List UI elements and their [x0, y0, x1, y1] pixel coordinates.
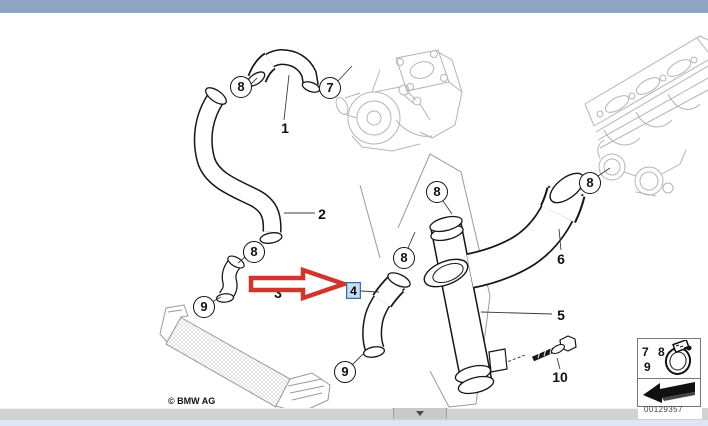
- callout-bubble-8[interactable]: 8: [230, 76, 252, 98]
- callout-bubble-8[interactable]: 8: [579, 172, 601, 194]
- legend-box: 7 8 9: [637, 338, 701, 407]
- intercooler-drawing: [159, 304, 331, 418]
- horizontal-scrollbar-track-right[interactable]: [702, 408, 708, 419]
- callout-bubble-9[interactable]: 9: [334, 361, 356, 383]
- hose-1-drawing: [246, 48, 321, 93]
- callout-bubble-8[interactable]: 8: [426, 181, 448, 203]
- charge-pipe-5-drawing: [429, 215, 508, 395]
- part-label-1[interactable]: 1: [281, 120, 289, 136]
- part-label-10[interactable]: 10: [552, 369, 568, 385]
- legend-number-9: 9: [644, 360, 651, 374]
- hose-6-drawing: [423, 172, 586, 289]
- callout-bubble-9[interactable]: 9: [193, 296, 215, 318]
- copyright-label: © BMW AG: [168, 396, 216, 406]
- legend-back-cell[interactable]: [638, 378, 700, 406]
- legend-clamp-cell[interactable]: 7 8 9: [638, 339, 700, 378]
- intake-manifold-drawing: [584, 35, 708, 197]
- hose-3-drawing: [215, 255, 245, 303]
- callout-bubble-7[interactable]: 7: [319, 77, 341, 99]
- callout-bubble-8[interactable]: 8: [393, 247, 415, 269]
- hose-clamp-icon: [664, 340, 692, 375]
- scroll-down-button[interactable]: [393, 408, 447, 419]
- scroll-down-icon: [416, 411, 424, 416]
- hose-2-drawing: [193, 87, 283, 244]
- leader-lines: [211, 65, 611, 370]
- horizontal-scrollbar-track[interactable]: [0, 408, 638, 419]
- window-title-bar: [0, 0, 708, 13]
- part-label-6[interactable]: 6: [557, 251, 565, 267]
- back-arrow-icon: [643, 382, 695, 403]
- part-label-2[interactable]: 2: [318, 206, 326, 222]
- callout-bubble-8[interactable]: 8: [243, 241, 265, 263]
- hose-4-drawing: [362, 272, 411, 358]
- part-label-4-selected[interactable]: 4: [346, 282, 361, 299]
- drawing-number: 00129357: [644, 405, 683, 414]
- bottom-strip: [0, 419, 708, 426]
- part-label-3[interactable]: 3: [274, 285, 282, 301]
- sensor-screw-10-drawing: [506, 335, 577, 363]
- legend-numbers-7-8: 7 8: [642, 345, 668, 359]
- turbocharger-drawing: [335, 49, 463, 152]
- reference-lines: [359, 153, 491, 408]
- part-label-5[interactable]: 5: [557, 307, 565, 323]
